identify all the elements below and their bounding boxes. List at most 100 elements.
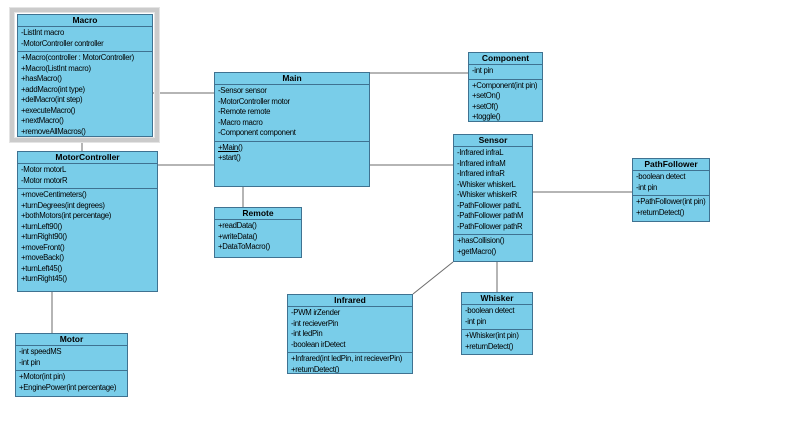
class-box-macro[interactable]: Macro -ListInt macro-MotorController con…: [17, 14, 153, 137]
method-row: +Whisker(int pin): [465, 331, 519, 340]
attributes-compartment: -Sensor sensor-MotorController motor-Rem…: [215, 85, 369, 142]
attribute-row: -boolean detect: [465, 306, 515, 315]
connector-sensor-infrared[interactable]: [412, 261, 454, 295]
attributes-compartment: -Motor motorL-Motor motorR: [18, 164, 157, 189]
attribute-row: -int pin: [19, 357, 41, 367]
attribute-row: -int speedMS: [19, 347, 62, 356]
methods-compartment: +Component(int pin)+setOn()+setOf()+togg…: [469, 80, 542, 122]
class-title: Whisker: [462, 293, 532, 305]
attribute-row: -PathFollower pathR: [457, 221, 523, 231]
class-box-motor[interactable]: Motor -int speedMS-int pin +Motor(int pi…: [15, 333, 128, 397]
method-row: +returnDetect(): [465, 341, 514, 351]
method-row: +nextMacro(): [21, 116, 64, 125]
method-row: +moveCentimeters(): [21, 190, 87, 199]
method-row: +Component(int pin): [472, 80, 538, 90]
method-row: +setOn(): [472, 91, 501, 100]
method-row: +turnRight90(): [21, 232, 67, 241]
class-title: Infrared: [288, 295, 412, 307]
method-row: +bothMotors(int percentage): [21, 211, 112, 220]
attribute-row: -Component component: [218, 128, 296, 137]
attribute-row: -int pin: [636, 182, 658, 192]
attributes-compartment: -Infrared infraL-Infrared infraM-Infrare…: [454, 147, 532, 235]
method-row: +PathFollower(int pin): [636, 197, 706, 206]
attribute-row: -Macro macro: [218, 117, 263, 127]
class-box-sensor[interactable]: Sensor -Infrared infraL-Infrared infraM-…: [453, 134, 533, 262]
method-row: +writeData(): [218, 231, 258, 241]
method-row: +moveFront(): [21, 242, 65, 252]
class-box-whisker[interactable]: Whisker -boolean detect-int pin +Whisker…: [461, 292, 533, 355]
attribute-row: -Whisker whiskerR: [457, 190, 517, 199]
method-row: +returnDetect(): [636, 207, 685, 217]
class-box-main[interactable]: Main -Sensor sensor-MotorController moto…: [214, 72, 370, 187]
attribute-row: -MotorController controller: [21, 38, 104, 48]
method-row: +Infrared(int ledPin, int recieverPin): [291, 354, 403, 363]
methods-compartment: +hasCollision()+getMacro(): [454, 235, 532, 261]
method-row: +getMacro(): [457, 246, 496, 256]
attribute-row: -Infrared infraL: [457, 148, 504, 157]
method-row: +turnLeft45(): [21, 263, 62, 273]
class-box-infrared[interactable]: Infrared -PWM irZender-int recieverPin-i…: [287, 294, 413, 374]
attribute-row: -Infrared infraM: [457, 158, 506, 168]
attribute-row: -int ledPin: [291, 329, 323, 338]
method-row: +executeMacro(): [21, 105, 76, 115]
class-title: Main: [215, 73, 369, 85]
method-row: +start(): [218, 153, 241, 162]
attribute-row: -boolean irDetect: [291, 339, 346, 349]
methods-compartment: +Infrared(int ledPin, int recieverPin)+r…: [288, 353, 412, 374]
methods-compartment: +Main()+start(): [215, 142, 369, 187]
class-box-pathfollower[interactable]: PathFollower -boolean detect-int pin +Pa…: [632, 158, 710, 222]
attribute-row: -boolean detect: [636, 172, 686, 181]
method-row: +setOf(): [472, 101, 498, 111]
method-row: +hasMacro(): [21, 74, 62, 83]
method-row: +turnLeft90(): [21, 221, 62, 231]
method-row: +removeAllMacros(): [21, 126, 86, 136]
attribute-row: -Motor motorL: [21, 165, 67, 174]
method-row: +delMacro(int step): [21, 95, 83, 104]
attributes-compartment: -boolean detect-int pin: [462, 305, 532, 330]
attribute-row: -ListInt macro: [21, 28, 65, 37]
attributes-compartment: -int pin: [469, 65, 542, 80]
method-row: +Motor(int pin): [19, 372, 65, 381]
method-row: +turnRight45(): [21, 274, 67, 283]
attribute-row: -Remote remote: [218, 107, 271, 116]
methods-compartment: +readData()+writeData()+DataToMacro(): [215, 220, 301, 257]
method-row: +addMacro(int type): [21, 84, 85, 94]
attributes-compartment: -boolean detect-int pin: [633, 171, 709, 196]
methods-compartment: +moveCentimeters()+turnDegrees(int degre…: [18, 189, 157, 291]
attribute-row: -PathFollower pathL: [457, 200, 522, 210]
method-row: +toggle(): [472, 112, 501, 121]
attributes-compartment: -int speedMS-int pin: [16, 346, 127, 371]
attribute-row: -PWM irZender: [291, 308, 340, 317]
method-row: +Macro(ListInt macro): [21, 63, 91, 73]
class-box-motorcontroller[interactable]: MotorController -Motor motorL-Motor moto…: [17, 151, 158, 292]
class-title: Macro: [18, 15, 152, 27]
method-row: +returnDetect(): [291, 364, 340, 374]
attributes-compartment: -PWM irZender-int recieverPin-int ledPin…: [288, 307, 412, 353]
class-title: Sensor: [454, 135, 532, 147]
method-row: +Macro(controller : MotorController): [21, 53, 134, 62]
methods-compartment: +Whisker(int pin)+returnDetect(): [462, 330, 532, 354]
method-row: +readData(): [218, 221, 257, 230]
attribute-row: -Whisker whiskerL: [457, 179, 516, 189]
attribute-row: -int recieverPin: [291, 318, 339, 328]
methods-compartment: +Macro(controller : MotorController)+Mac…: [18, 52, 152, 136]
methods-compartment: +Motor(int pin)+EnginePower(int percenta…: [16, 371, 127, 396]
attribute-row: -Motor motorR: [21, 175, 68, 185]
class-title: Motor: [16, 334, 127, 346]
method-row: +EnginePower(int percentage): [19, 382, 117, 392]
method-row: +Main(): [218, 142, 243, 152]
class-box-component[interactable]: Component -int pin +Component(int pin)+s…: [468, 52, 543, 122]
attribute-row: -int pin: [472, 66, 494, 75]
class-title: Remote: [215, 208, 301, 220]
method-row: +moveBack(): [21, 253, 64, 262]
method-row: +hasCollision(): [457, 236, 505, 245]
attribute-row: -PathFollower pathM: [457, 211, 524, 220]
method-row: +turnDegrees(int degrees): [21, 200, 105, 210]
attributes-compartment: -ListInt macro-MotorController controlle…: [18, 27, 152, 52]
selection-frame[interactable]: [10, 8, 159, 142]
class-box-remote[interactable]: Remote +readData()+writeData()+DataToMac…: [214, 207, 302, 258]
class-title: MotorController: [18, 152, 157, 164]
attribute-row: -Infrared infraR: [457, 169, 505, 178]
